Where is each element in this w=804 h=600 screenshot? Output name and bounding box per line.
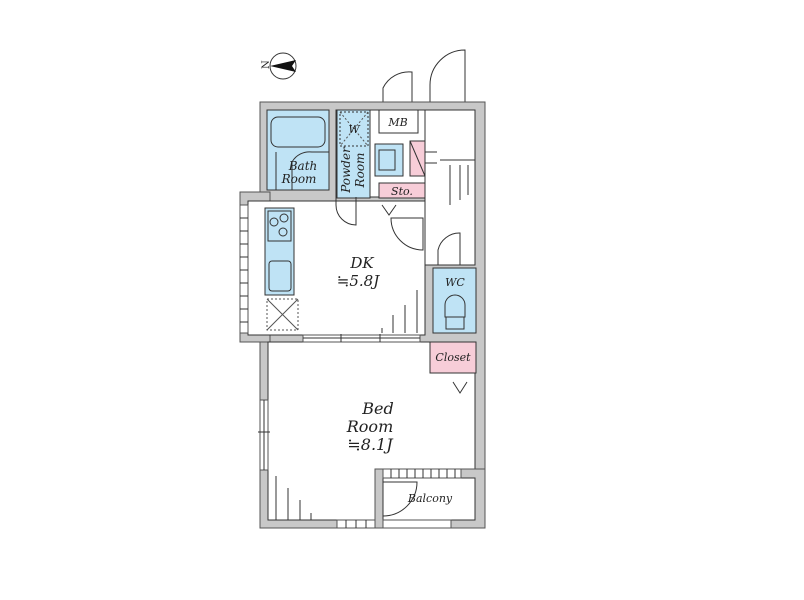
wc-door — [437, 232, 461, 265]
storage-label: Sto. — [391, 185, 413, 198]
bath-room-label: Bath — [288, 159, 318, 173]
compass-label: N — [261, 60, 272, 69]
dk-door — [390, 217, 424, 251]
powder-door — [335, 197, 357, 226]
balcony-label: Balcony — [407, 492, 453, 505]
fridge-space — [266, 298, 299, 331]
closet-door-icon — [452, 381, 468, 394]
wc-label: WC — [445, 276, 465, 289]
powder-room — [336, 109, 371, 199]
compass-icon: N — [261, 52, 297, 80]
closet — [429, 341, 477, 374]
toilet-icon — [444, 294, 466, 330]
entrance-step — [425, 151, 475, 205]
sink-icon — [268, 260, 292, 292]
bedroom-bottom-window — [336, 519, 376, 529]
balcony-railing — [382, 468, 462, 529]
washer-space: W — [339, 111, 369, 147]
meter-box-label: MB — [387, 116, 407, 129]
wash-basin — [374, 143, 404, 177]
entrance-doors — [382, 49, 466, 102]
wc — [432, 267, 477, 334]
dk-steps — [381, 290, 418, 333]
powder-room-label-2: Room — [353, 153, 367, 189]
washer-label: W — [348, 123, 361, 136]
bedroom-steps — [275, 476, 312, 520]
storage — [378, 182, 426, 199]
bathtub-icon — [270, 116, 326, 148]
dk-window — [239, 204, 249, 334]
bedroom-window — [258, 399, 270, 471]
balcony-door — [382, 481, 418, 517]
basin-icon — [378, 149, 396, 171]
sliding-door — [302, 334, 421, 343]
closet-label: Closet — [435, 351, 471, 364]
powder-room-label: Powder — [339, 146, 353, 194]
bedroom-size: ≒8.1J — [347, 435, 394, 454]
dk-size: ≒5.8J — [337, 272, 380, 290]
stove-icon — [267, 210, 292, 242]
bedroom-label: Bed — [361, 399, 393, 418]
meter-box — [378, 109, 419, 134]
bath-room-label-2: Room — [281, 172, 317, 186]
dk-label: DK — [349, 254, 374, 272]
storage-door-icon — [381, 204, 397, 216]
bedroom-label-2: Room — [346, 417, 393, 436]
